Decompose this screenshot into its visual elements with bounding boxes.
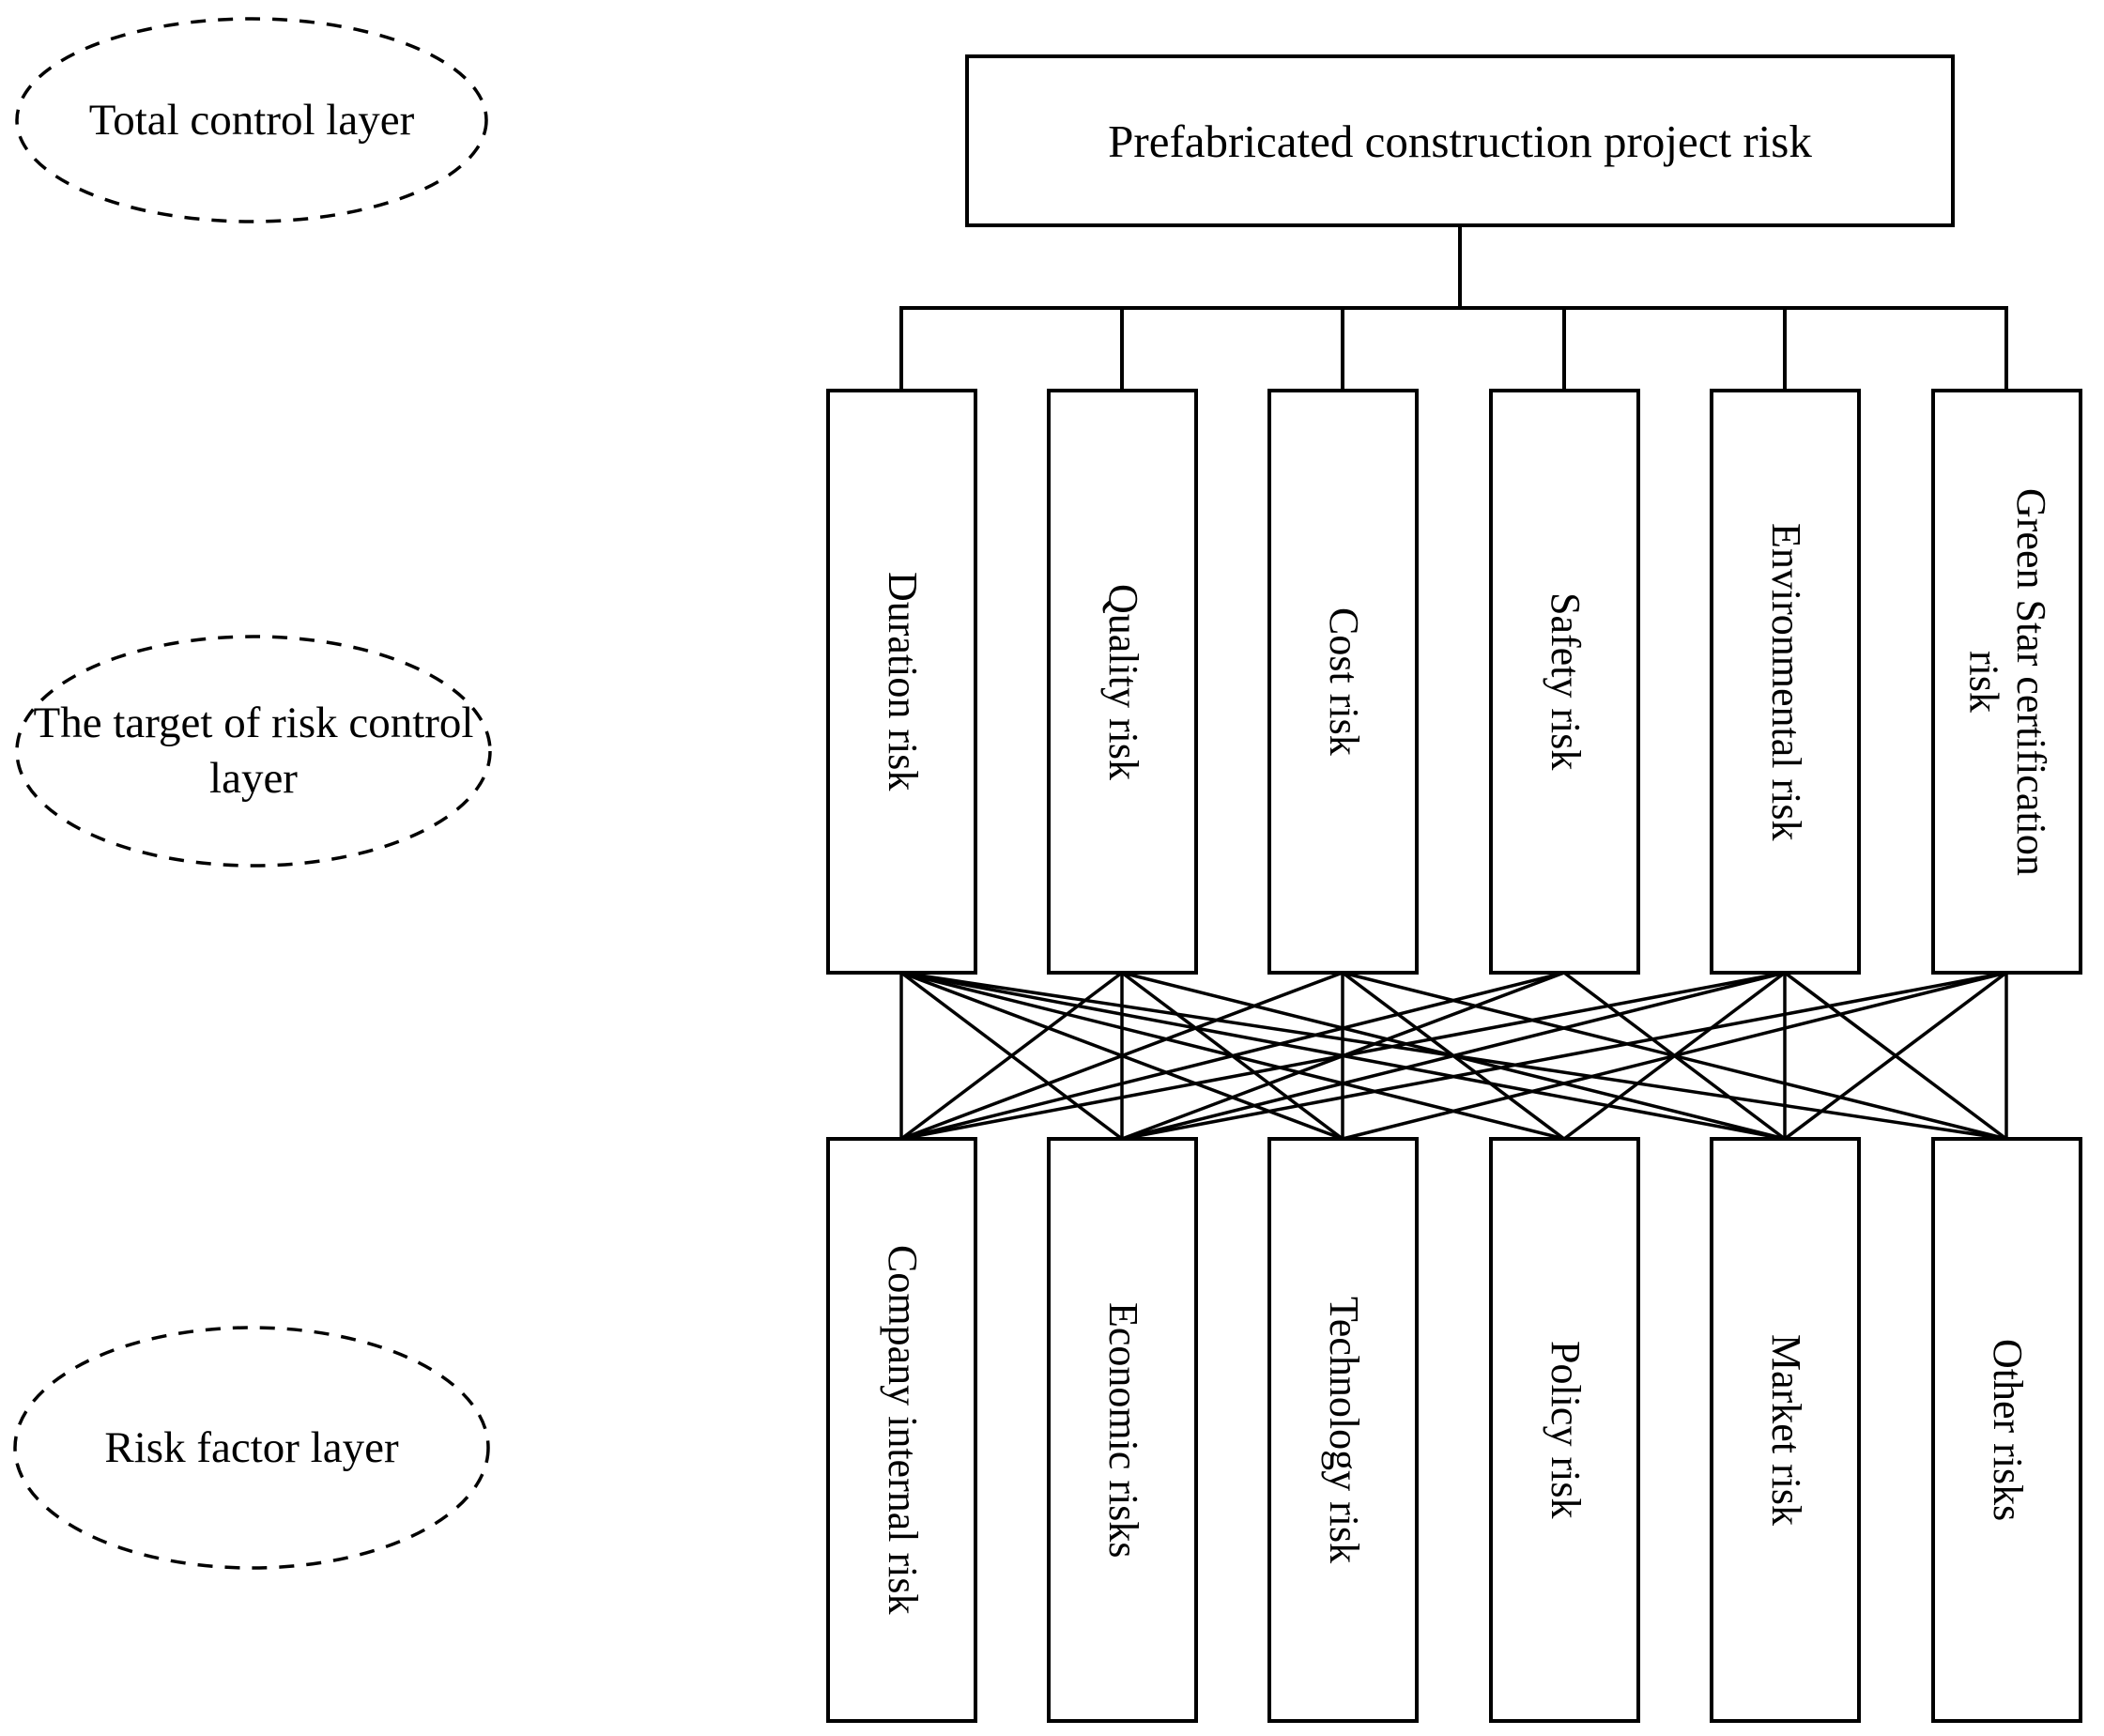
policy-risk-label: Policy risk <box>1542 1341 1589 1519</box>
green-star-certification-risk-label: Green Star certification risk <box>1960 487 2055 876</box>
safety-risk-box[interactable] <box>1489 389 1640 975</box>
cross-link-2-0 <box>900 971 1344 1141</box>
cost-risk-box[interactable] <box>1267 389 1419 975</box>
technology-risk-label: Technology risk <box>1320 1296 1367 1564</box>
cross-link-5-4 <box>1783 971 2008 1141</box>
duration-risk-label: Duration risk <box>879 572 926 791</box>
root-risk-box[interactable] <box>965 54 1955 227</box>
risk-factor-boxes <box>826 1137 2082 1723</box>
technology-risk-box[interactable] <box>1267 1137 1419 1723</box>
green-star-certification-risk-box[interactable] <box>1931 389 2082 975</box>
economic-risks-box[interactable] <box>1047 1137 1198 1723</box>
cross-link-1-0 <box>899 971 1124 1141</box>
quality-risk-label: Quality risk <box>1099 583 1146 780</box>
cross-link-4-1 <box>1121 971 1786 1141</box>
environmental-risk-box[interactable] <box>1710 389 1861 975</box>
cross-link-5-1 <box>1121 971 2007 1141</box>
ellipse-total-control-layer <box>15 17 488 223</box>
company-internal-risk-box[interactable] <box>826 1137 977 1723</box>
ellipse-target-of-risk-control-layer <box>15 635 492 868</box>
other-risks-label: Other risks <box>1984 1338 2031 1522</box>
company-internal-risk-label: Company internal risk <box>879 1245 926 1615</box>
ellipse-risk-factor-layer <box>13 1326 490 1570</box>
environmental-risk-label: Environmental risk <box>1762 522 1809 841</box>
cross-link-3-0 <box>900 971 1565 1141</box>
market-risk-label: Market risk <box>1762 1333 1809 1527</box>
target-layer-boxes <box>826 389 2082 975</box>
cross-link-group <box>899 971 2008 1141</box>
layer-ellipse-group <box>13 17 492 1570</box>
cross-link-5-2 <box>1342 971 2007 1141</box>
market-risk-box[interactable] <box>1710 1137 1861 1723</box>
root-risk-label: Prefabricated construction project risk <box>1108 115 1812 167</box>
other-risks-box[interactable] <box>1931 1137 2082 1723</box>
economic-risks-label: Economic risks <box>1099 1301 1146 1559</box>
cross-link-4-0 <box>900 971 1786 1141</box>
cost-risk-label: Cost risk <box>1320 607 1367 756</box>
tree-connectors <box>899 223 2008 392</box>
policy-risk-box[interactable] <box>1489 1137 1640 1723</box>
safety-risk-label: Safety risk <box>1542 592 1589 771</box>
